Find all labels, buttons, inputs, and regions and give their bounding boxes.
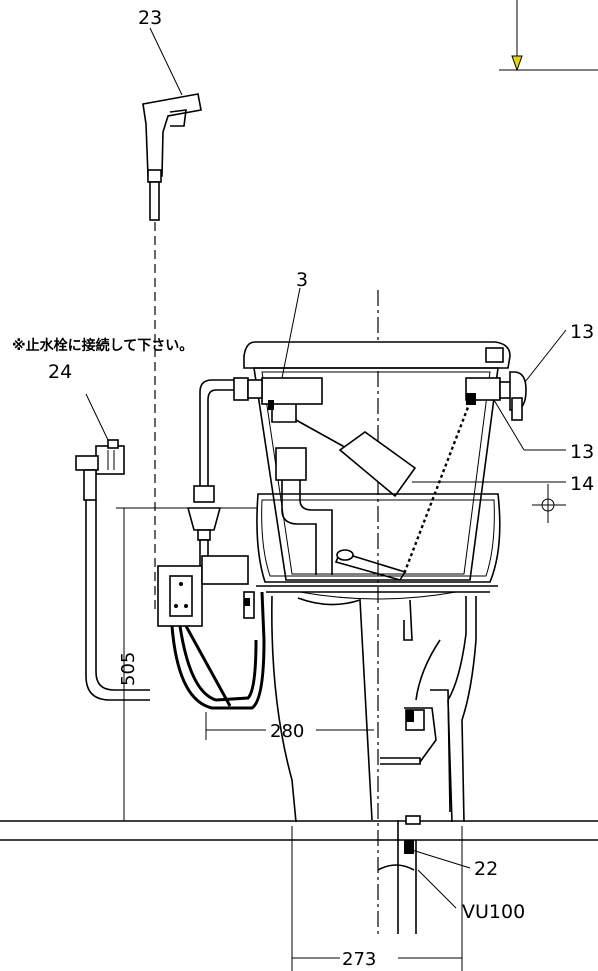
target-marker bbox=[532, 484, 566, 523]
label-part-13-top: 13 bbox=[570, 321, 594, 343]
flush-lever-13 bbox=[465, 329, 567, 451]
dim-505-value: 505 bbox=[118, 652, 139, 686]
dim-280-value: 280 bbox=[270, 721, 304, 742]
cables bbox=[170, 591, 266, 710]
dimension-273 bbox=[291, 826, 463, 971]
bowl-rim bbox=[256, 493, 501, 600]
label-part-14: 14 bbox=[570, 473, 594, 495]
control-box bbox=[157, 555, 255, 627]
install-note: ※止水栓に接続して下さい。 bbox=[12, 337, 193, 354]
reference-arrow bbox=[499, 0, 598, 72]
supply-hose-24 bbox=[75, 393, 150, 701]
inlet-valve-3 bbox=[233, 287, 351, 451]
label-part-22: 22 bbox=[474, 858, 498, 880]
bowl-pedestal bbox=[271, 595, 477, 823]
tank-supply-pipe bbox=[186, 379, 234, 567]
overflow-pipe bbox=[275, 447, 333, 575]
label-part-3: 3 bbox=[296, 269, 308, 291]
drain-assembly bbox=[377, 689, 471, 934]
label-vu100: VU100 bbox=[462, 901, 525, 923]
dimension-505 bbox=[116, 507, 258, 821]
float-ball bbox=[338, 431, 417, 498]
dim-273-value: 273 bbox=[342, 949, 376, 970]
label-part-23: 23 bbox=[138, 7, 162, 29]
flush-chain bbox=[402, 401, 472, 575]
floor-line bbox=[0, 820, 598, 841]
dimension-280 bbox=[205, 712, 374, 740]
tank-lid bbox=[243, 341, 511, 369]
flush-valve bbox=[334, 549, 407, 581]
label-part-24: 24 bbox=[48, 361, 72, 383]
label-part-13-mid: 13 bbox=[570, 441, 594, 463]
hose-fitting-23 bbox=[142, 27, 202, 221]
